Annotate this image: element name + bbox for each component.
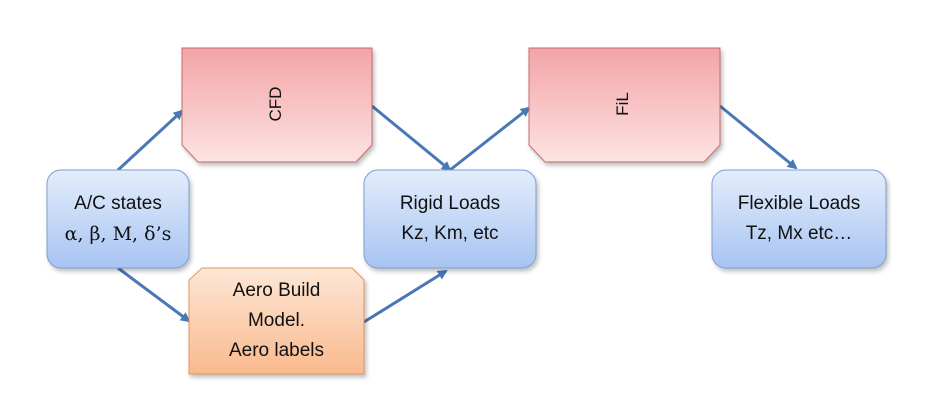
aero-build-box (188, 267, 365, 375)
arrow-aero-to-rigid (363, 269, 448, 324)
ac-states-box (46, 169, 190, 269)
arrow-ac-to-aero (117, 266, 191, 323)
arrow-cfd-to-rigid (371, 104, 452, 172)
cfd-box (181, 47, 373, 163)
arrow-ac-to-cfd (116, 109, 184, 172)
rigid-loads-box (363, 169, 537, 269)
flexible-loads-box (711, 169, 887, 269)
fil-box (528, 47, 721, 163)
arrow-rigid-to-fil (449, 106, 531, 172)
arrow-fil-to-flexible (719, 104, 798, 170)
